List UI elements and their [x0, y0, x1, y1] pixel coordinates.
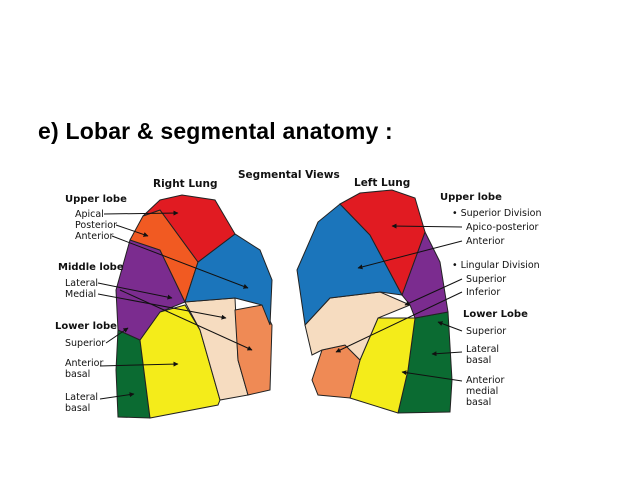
left-lateral-basal-label-1: Lateral: [466, 344, 499, 355]
left-anterior-medial-basal-label-2: medial: [466, 386, 498, 397]
left-superior-label: Superior: [466, 274, 506, 285]
left-lung-heading: Left Lung: [354, 177, 410, 189]
arrow-left-anterior: [357, 240, 463, 270]
right-lateral-label: Lateral: [65, 278, 98, 289]
left-inferior-label: Inferior: [466, 287, 500, 298]
arrow-left-lower-superior: [437, 321, 463, 332]
left-superior-division-label: • Superior Division: [452, 208, 541, 219]
arrow-right-medial: [97, 293, 227, 320]
arrow-right-anterior-basal: [99, 361, 179, 367]
left-lung-arrows: [335, 223, 463, 382]
left-lower-superior-label: Superior: [466, 326, 506, 337]
right-lateral-basal-label-1: Lateral: [65, 392, 98, 403]
arrow-right-apical: [103, 210, 179, 216]
right-medial-label: Medial: [65, 289, 96, 300]
left-lower-lobe-label: Lower Lobe: [463, 309, 528, 320]
arrow-right-posterior: [115, 224, 149, 237]
right-apical-label: Apical: [75, 209, 104, 220]
right-lung-heading: Right Lung: [153, 178, 218, 190]
arrow-right-lateral: [97, 282, 173, 300]
left-upper-lobe-label: Upper lobe: [440, 192, 502, 203]
arrow-left-lateral-basal: [431, 351, 463, 357]
right-anterior-segment: [184, 233, 273, 326]
arrow-left-anterior-medial-basal: [401, 370, 463, 382]
left-anterior-label: Anterior: [466, 236, 504, 247]
left-lingular-division-label: • Lingular Division: [452, 260, 540, 271]
right-middle-lobe-label: Middle lobe: [58, 262, 124, 273]
diagram-title: Segmental Views: [238, 169, 340, 181]
right-anterior-label: Anterior: [75, 231, 113, 242]
right-posterior-label: Posterior: [75, 220, 117, 231]
left-apico-posterior-label: Apico-posterior: [466, 222, 539, 233]
right-lung: [115, 194, 273, 419]
arrow-right-lateral-basal: [99, 392, 135, 400]
right-lung-arrows: [97, 210, 253, 400]
slide-title: e) Lobar & segmental anatomy :: [38, 118, 393, 144]
right-lateral-basal-label-2: basal: [65, 403, 90, 414]
left-anterior-medial-basal-label-3: basal: [466, 397, 491, 408]
left-apico-posterior-segment: [339, 189, 426, 297]
right-apical-segment: [142, 194, 236, 263]
right-upper-lobe-label: Upper lobe: [65, 194, 127, 205]
right-anterior-basal-label-1: Anterior: [65, 358, 103, 369]
arrow-left-lingula-inferior: [335, 291, 463, 353]
right-lower-lobe-label: Lower lobe: [55, 321, 117, 332]
arrow-right-anterior: [111, 235, 249, 289]
left-lung: [296, 189, 453, 414]
arrow-left-lingula-superior: [404, 278, 463, 306]
arrow-right-superior: [105, 327, 129, 344]
right-anterior-basal-label-2: basal: [65, 369, 90, 380]
arrow-right-hilum: [119, 289, 253, 351]
left-lateral-basal-label-2: basal: [466, 355, 491, 366]
left-anterior-medial-basal-label-1: Anterior: [466, 375, 504, 386]
right-superior-label: Superior: [65, 338, 105, 349]
arrow-left-apico-posterior: [391, 223, 463, 229]
